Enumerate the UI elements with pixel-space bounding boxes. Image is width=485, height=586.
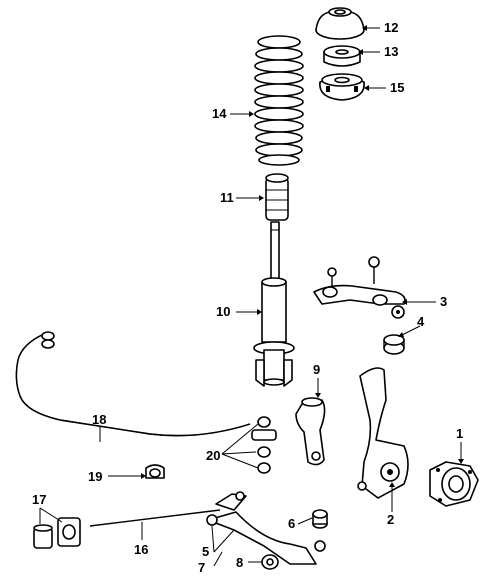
callout-3: 3 <box>440 294 447 309</box>
callout-1: 1 <box>456 426 463 441</box>
leader-lines <box>39 25 464 567</box>
part-stabilizer-bar <box>15 331 251 437</box>
callout-8: 8 <box>236 555 243 570</box>
callout-14: 14 <box>212 106 227 121</box>
callout-13: 13 <box>384 44 398 59</box>
callout-12: 12 <box>384 20 398 35</box>
part-upper-arm <box>313 256 406 319</box>
callout-4: 4 <box>417 314 425 329</box>
part-spring-seat <box>319 73 365 101</box>
part-bushing-4 <box>383 334 405 355</box>
callout-9: 9 <box>313 362 320 377</box>
part-fork <box>295 397 326 466</box>
callout-17: 17 <box>32 492 46 507</box>
callout-19: 19 <box>88 469 102 484</box>
callout-7: 7 <box>198 560 205 575</box>
callout-18: 18 <box>92 412 106 427</box>
callout-11: 11 <box>220 190 234 205</box>
part-bump-stop <box>265 173 289 221</box>
part-hub <box>429 461 479 507</box>
callout-2: 2 <box>387 512 394 527</box>
callout-10: 10 <box>216 304 230 319</box>
callout-15: 15 <box>390 80 404 95</box>
part-coil-spring <box>254 35 304 166</box>
part-tension-rod <box>89 491 247 527</box>
part-bushing-6 <box>312 509 328 529</box>
part-bearing <box>323 45 361 67</box>
part-link <box>251 416 277 474</box>
part-strut-mount <box>315 7 365 40</box>
callout-20: 20 <box>206 448 220 463</box>
callout-6: 6 <box>288 516 295 531</box>
callout-labels: 1 2 3 4 5 6 7 8 9 10 11 12 13 14 15 16 1… <box>32 20 463 575</box>
part-strut <box>253 221 295 387</box>
part-lower-arm <box>206 511 326 570</box>
part-bushing-17 <box>33 517 81 549</box>
callout-5: 5 <box>202 544 209 559</box>
callout-16: 16 <box>134 542 148 557</box>
part-bar-bushing <box>145 464 165 479</box>
part-knuckle <box>357 367 409 499</box>
